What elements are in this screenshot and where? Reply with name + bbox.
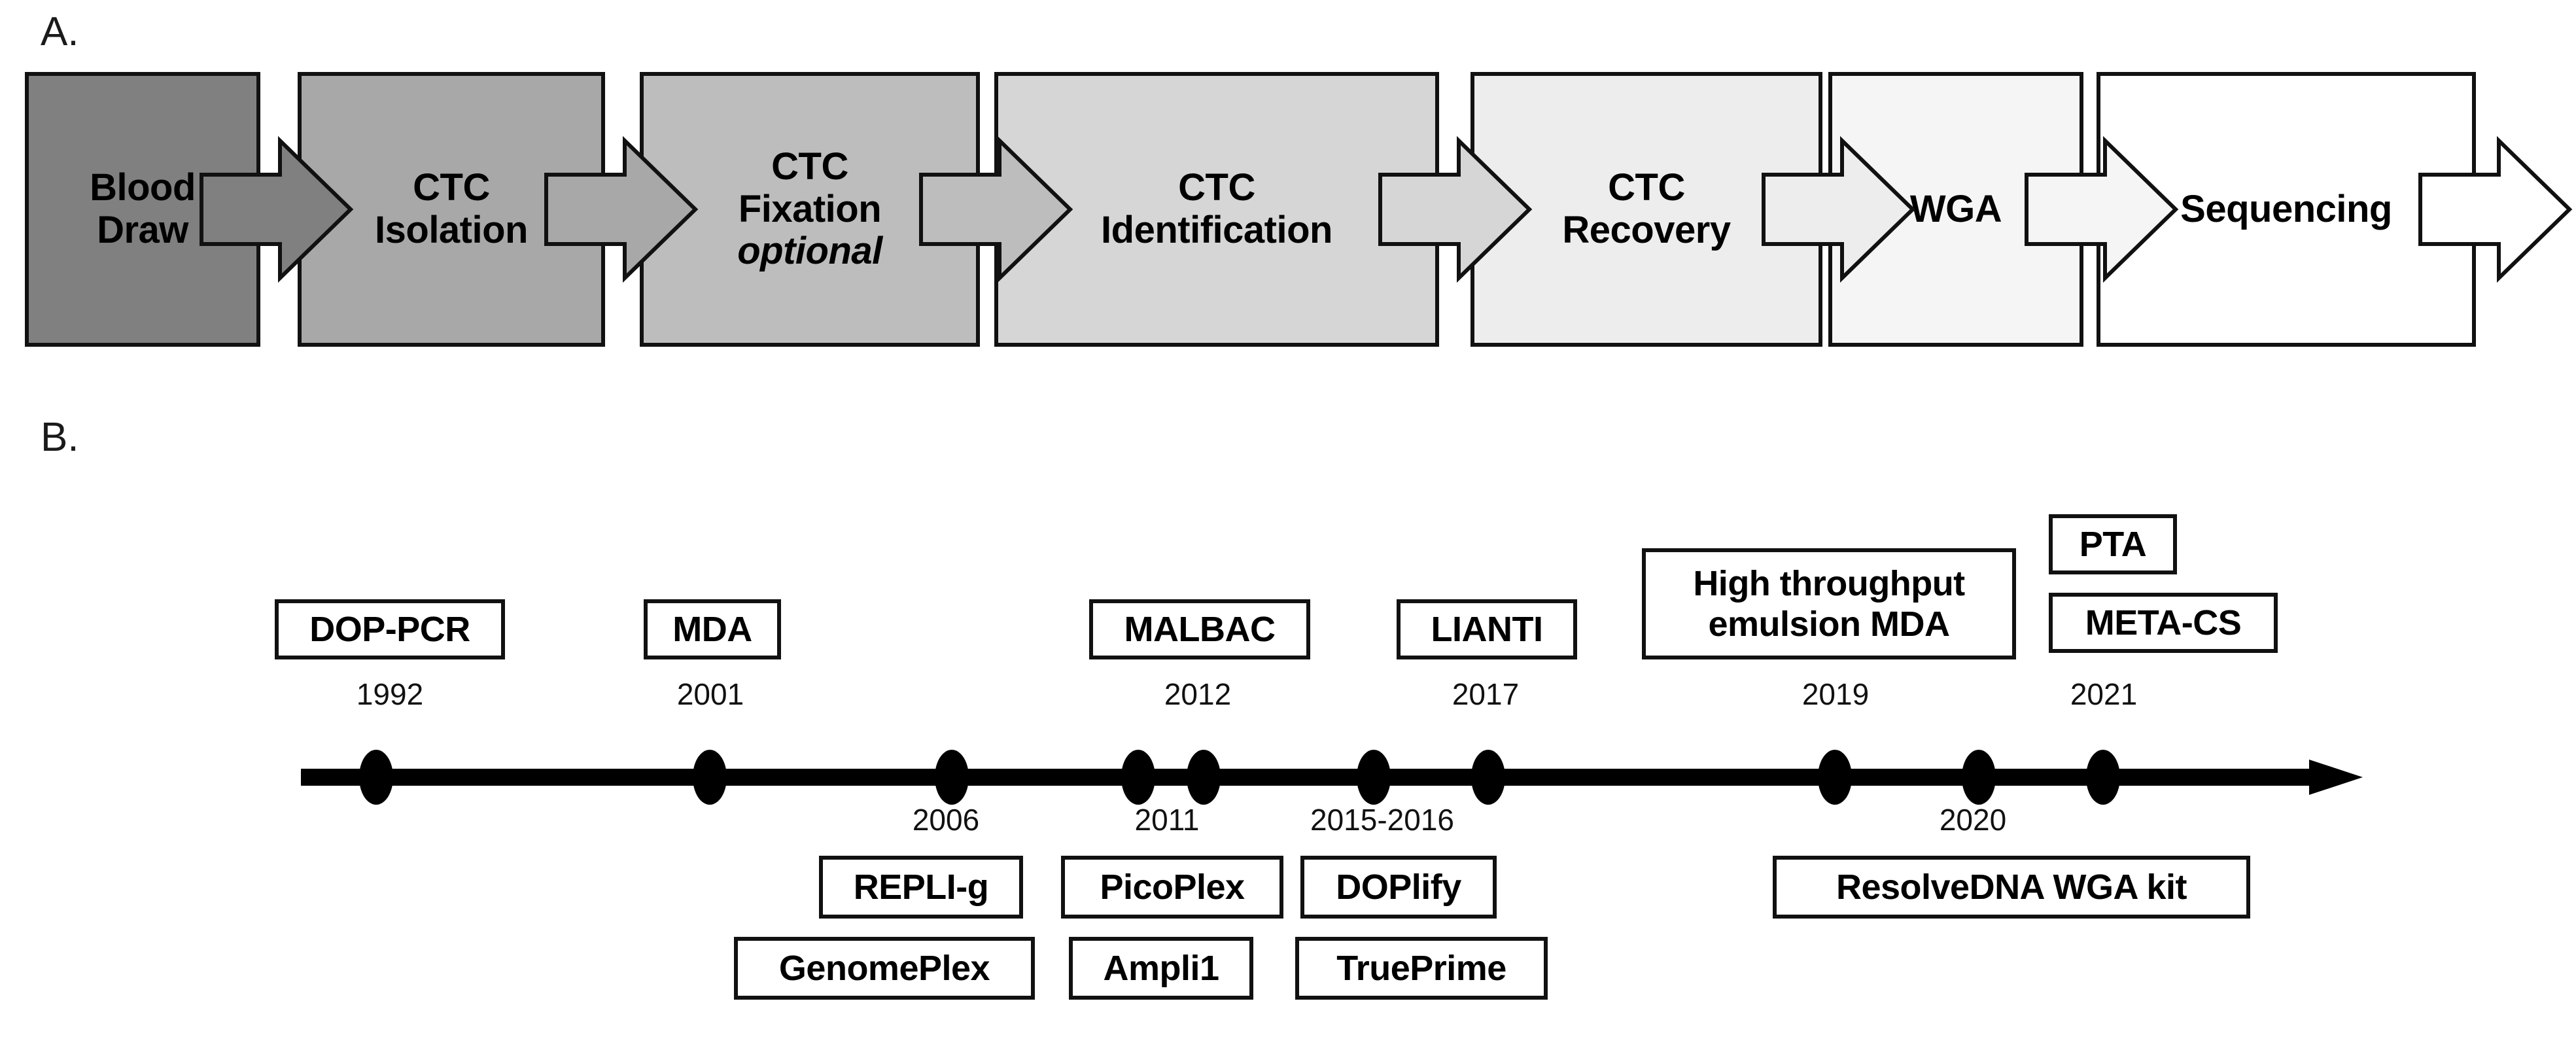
timeline-year-2006: 2006 (890, 805, 1002, 835)
timeline-method-meta-cs: META-CS (2049, 593, 2278, 653)
timeline-dot-2019 (1818, 750, 1852, 805)
timeline-method-label: PTA (2079, 524, 2147, 564)
workflow-step-line1: CTC (771, 145, 848, 188)
workflow-arrow-5 (1762, 135, 1916, 283)
timeline-axis-line (301, 769, 2319, 786)
workflow-step-line2: Identification (1101, 209, 1332, 251)
workflow-step-label: WGA (1905, 188, 2007, 231)
workflow-step-line1: Sequencing (2180, 187, 2392, 230)
timeline-year-label: 2012 (1164, 677, 1232, 711)
timeline-method-pta: PTA (2049, 514, 2177, 574)
timeline-dot-2001 (693, 750, 727, 805)
workflow-step-line1: CTC (413, 166, 490, 209)
panel-a-workflow: A. Blood Draw CTC Isolation CTC Fixation… (0, 0, 2576, 406)
timeline-method-label: ResolveDNA WGA kit (1836, 867, 2187, 907)
timeline-method-label: META-CS (2085, 603, 2242, 642)
timeline-year-2020: 2020 (1917, 805, 2029, 835)
timeline-year-label: 2011 (1134, 803, 1200, 837)
timeline-method-genomeplex: GenomePlex (734, 937, 1035, 1000)
timeline-dot-2011 (1121, 750, 1155, 805)
timeline-dot-2020 (1962, 750, 1996, 805)
timeline-method-label: TruePrime (1336, 948, 1506, 988)
timeline-method-label: GenomePlex (778, 948, 990, 988)
timeline-year-2011: 2011 (1111, 805, 1223, 835)
workflow-step-line2: Isolation (375, 209, 528, 251)
timeline-method-label: High throughput emulsion MDA (1693, 563, 1965, 644)
timeline-method-resolvedna-wga-kit: ResolveDNA WGA kit (1773, 856, 2250, 919)
workflow-step-line2: Fixation (738, 187, 882, 230)
workflow-step-line2: Recovery (1562, 209, 1731, 251)
timeline-year-2017: 2017 (1429, 679, 1542, 709)
workflow-step-line1: WGA (1909, 187, 2002, 230)
workflow-step-label: CTC Recovery (1557, 166, 1735, 252)
timeline-dot-2017 (1471, 750, 1505, 805)
timeline-year-2019: 2019 (1779, 679, 1892, 709)
timeline-year-2021: 2021 (2047, 679, 2160, 709)
workflow-step-line1: CTC (1608, 166, 1685, 209)
timeline-method-label: Ampli1 (1103, 948, 1219, 988)
timeline-method-lianti: LIANTI (1397, 599, 1577, 659)
timeline-year-2015-2016: 2015-2016 (1274, 805, 1490, 835)
workflow-arrow-1 (200, 135, 354, 283)
timeline-year-label: 2021 (2070, 677, 2138, 711)
timeline-year-label: 2015-2016 (1310, 803, 1454, 837)
timeline-year-label: 2020 (1939, 803, 2007, 837)
workflow-step-label: CTC Fixation optional (732, 145, 888, 273)
timeline-year-label: 2001 (676, 677, 744, 711)
timeline-year-label: 2006 (912, 803, 980, 837)
timeline-dot-1992 (359, 750, 393, 805)
timeline-method-label: MDA (672, 609, 752, 649)
timeline-method-label: MALBAC (1124, 609, 1276, 649)
timeline-method-label: DOP-PCR (309, 609, 470, 649)
timeline-method-repli-g: REPLI-g (819, 856, 1023, 919)
workflow-step-label: Blood Draw (84, 166, 201, 252)
timeline-dot-2012 (1187, 750, 1221, 805)
workflow-step-label: CTC Isolation (370, 166, 533, 252)
panel-b-timeline: B. DOP-PCR MDA MALBAC LIANTI High throug… (0, 406, 2576, 1052)
workflow-step-label: Sequencing (2175, 188, 2397, 231)
panel-a-letter: A. (41, 9, 79, 54)
timeline-method-label: LIANTI (1431, 609, 1543, 649)
timeline-method-malbac: MALBAC (1089, 599, 1310, 659)
timeline-year-label: 2017 (1452, 677, 1520, 711)
workflow-step-line1: Blood (90, 166, 196, 209)
workflow-step-line1: CTC (1178, 166, 1255, 209)
timeline-method-high-throughput-emulsion-mda: High throughput emulsion MDA (1642, 548, 2016, 659)
timeline-method-label: DOPlify (1336, 867, 1461, 907)
timeline-dot-2021 (2086, 750, 2120, 805)
workflow-arrow-2 (544, 135, 699, 283)
timeline-method-label: PicoPlex (1100, 867, 1245, 907)
workflow-arrow-terminal (2418, 135, 2573, 283)
timeline-method-trueprime: TruePrime (1295, 937, 1548, 1000)
timeline-method-dop-pcr: DOP-PCR (275, 599, 505, 659)
timeline-dot-2015-2016 (1357, 750, 1391, 805)
timeline-year-1992: 1992 (334, 679, 446, 709)
workflow-arrow-6 (2025, 135, 2179, 283)
workflow-step-optional-note: optional (737, 230, 882, 273)
timeline-method-picoplex: PicoPlex (1061, 856, 1283, 919)
workflow-step-line2: Draw (97, 209, 188, 251)
timeline-year-2001: 2001 (654, 679, 767, 709)
timeline-dot-2006 (935, 750, 969, 805)
workflow-step-label: CTC Identification (1096, 166, 1338, 252)
timeline-arrowhead-icon (2309, 753, 2368, 805)
timeline-year-label: 1992 (356, 677, 424, 711)
workflow-arrow-4 (1378, 135, 1533, 283)
timeline-method-label: REPLI-g (853, 867, 989, 907)
timeline-method-mda: MDA (644, 599, 781, 659)
panel-b-letter: B. (41, 415, 79, 460)
timeline-year-label: 2019 (1801, 677, 1870, 711)
workflow-arrow-3 (919, 135, 1073, 283)
timeline-year-2012: 2012 (1141, 679, 1254, 709)
timeline-method-ampli1: Ampli1 (1069, 937, 1253, 1000)
timeline-method-doplify: DOPlify (1300, 856, 1497, 919)
